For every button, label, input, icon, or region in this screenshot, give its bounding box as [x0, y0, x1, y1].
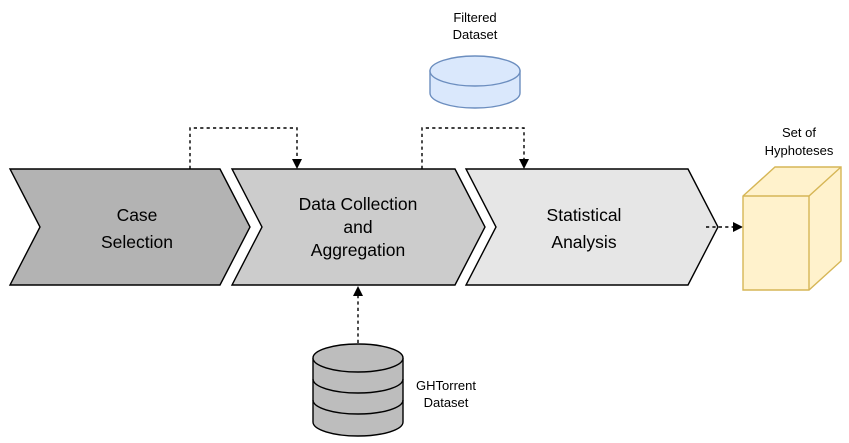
connector-case-to-collection	[189, 127, 302, 169]
data-collection-label-line1: Data Collection	[299, 194, 418, 214]
set-of-hyphoteses-label-line2: Hyphoteses	[765, 143, 834, 158]
ghtorrent-dataset[interactable]: GHTorrent Dataset	[312, 343, 476, 437]
case-selection-label-line2: Selection	[101, 232, 173, 252]
statistical-analysis-label-line1: Statistical	[547, 205, 622, 225]
set-of-hyphoteses[interactable]: Set of Hyphoteses	[742, 125, 842, 291]
database-icon	[312, 343, 404, 437]
ghtorrent-dataset-label-line2: Dataset	[424, 395, 469, 410]
statistical-analysis-label-line2: Analysis	[551, 232, 616, 252]
set-of-hyphoteses-label-line1: Set of	[782, 125, 816, 140]
filtered-dataset[interactable]: Filtered Dataset	[429, 10, 521, 109]
case-selection-label-line1: Case	[117, 205, 158, 225]
connector-analysis-to-hypotheses	[706, 222, 743, 232]
case-selection-shape	[8, 168, 251, 286]
filtered-dataset-label-line1: Filtered	[453, 10, 496, 25]
case-selection-step[interactable]: Case Selection	[8, 168, 251, 286]
data-collection-label-line2: and	[343, 217, 372, 237]
connector-collection-to-analysis	[421, 127, 529, 169]
statistical-analysis-shape	[464, 168, 719, 286]
filtered-dataset-icon	[429, 55, 521, 109]
filtered-dataset-label-line2: Dataset	[453, 27, 498, 42]
connector-ghtorrent-to-collection	[353, 286, 363, 343]
statistical-analysis-step[interactable]: Statistical Analysis	[464, 168, 719, 286]
cube-icon	[742, 166, 842, 291]
data-collection-step[interactable]: Data Collection and Aggregation	[230, 168, 486, 286]
data-collection-label-line3: Aggregation	[311, 240, 405, 260]
data-collection-shape	[230, 168, 486, 286]
ghtorrent-dataset-label-line1: GHTorrent	[416, 378, 476, 393]
